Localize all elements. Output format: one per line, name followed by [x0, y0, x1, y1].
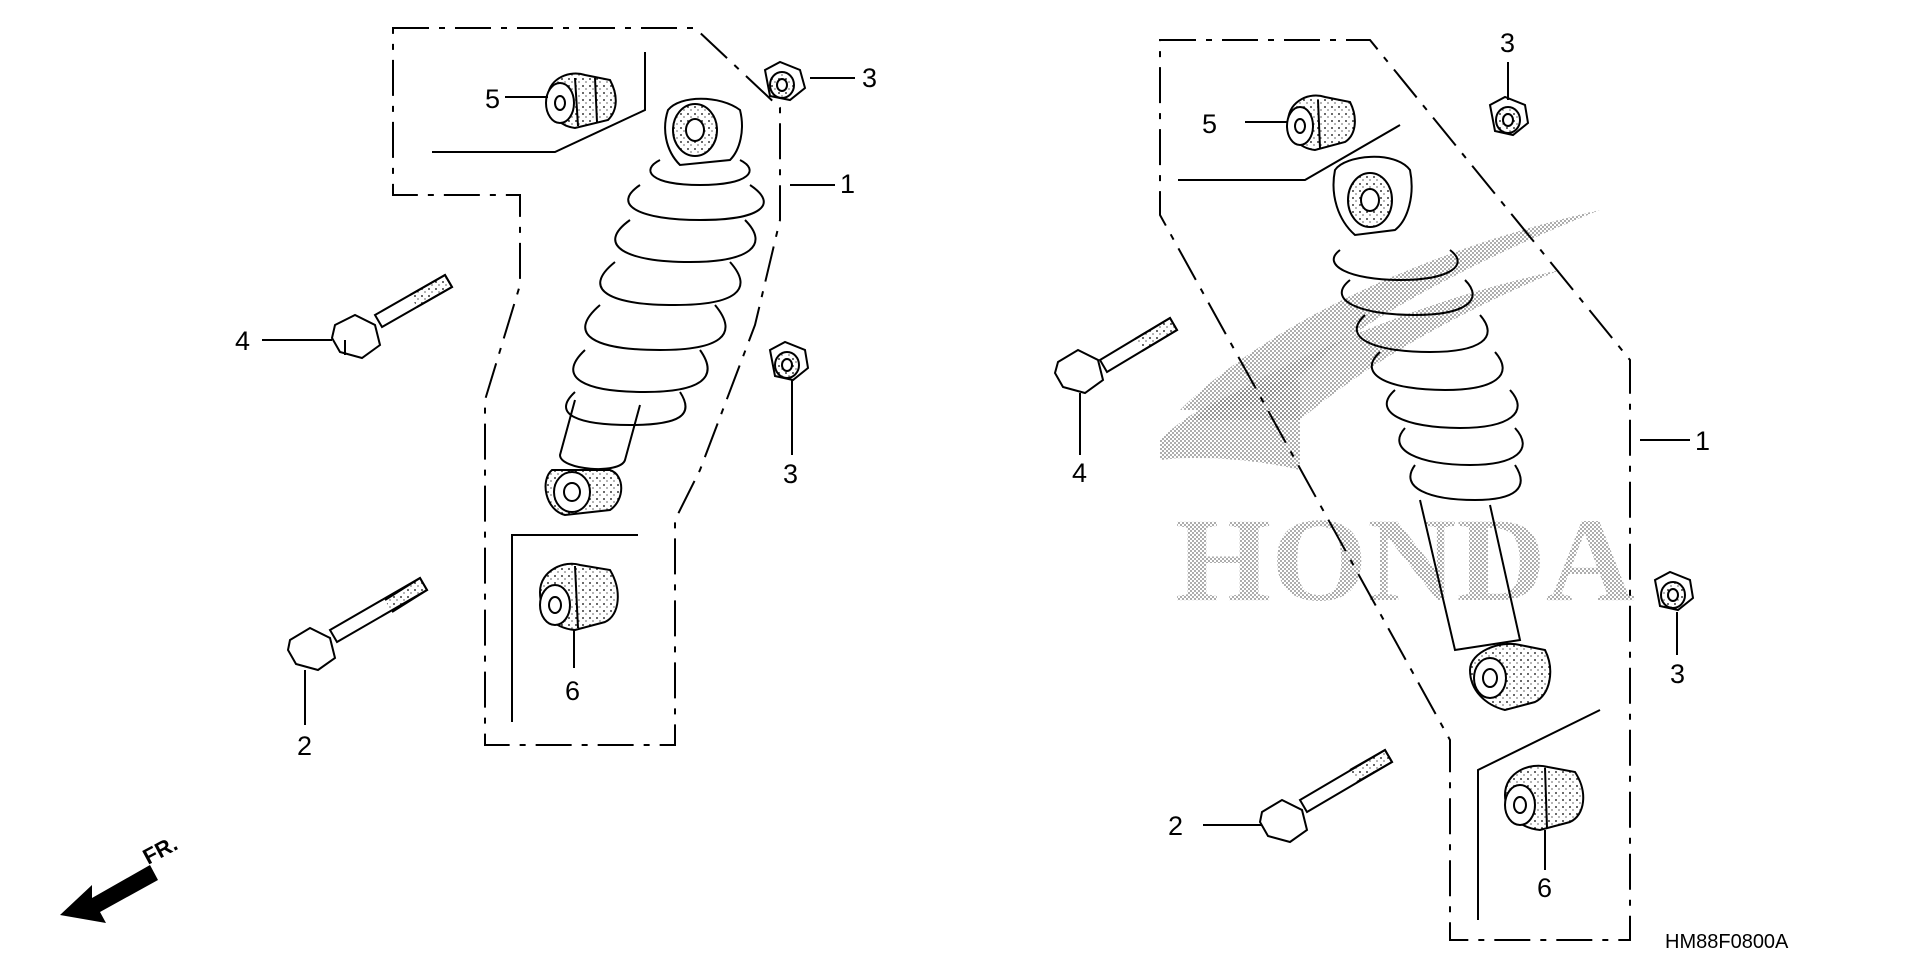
right-flange-nut-upper — [1488, 95, 1530, 137]
left-lower-bracket — [511, 534, 638, 722]
left-group-dashed-boundary — [392, 27, 781, 746]
right-flange-bolt-long — [1258, 748, 1394, 844]
right-group-dashed-boundary — [1159, 39, 1631, 941]
left-flange-nut-upper — [763, 60, 807, 102]
right-callout-2: 2 — [1168, 811, 1183, 841]
left-upper-bracket — [432, 52, 646, 153]
left-callout-1: 1 — [840, 169, 855, 199]
right-flange-nut-lower — [1653, 570, 1695, 612]
right-flange-bolt-short — [1053, 316, 1179, 395]
left-upper-bush — [545, 72, 617, 130]
right-callout-3-lower: 3 — [1670, 659, 1685, 689]
left-flange-bolt-long — [286, 576, 429, 672]
left-callout-4: 4 — [235, 326, 250, 356]
left-flange-bolt-short — [330, 273, 454, 360]
right-upper-bracket — [1178, 124, 1401, 181]
left-flange-nut-lower — [768, 340, 810, 382]
left-callout-3-upper: 3 — [862, 63, 877, 93]
left-lower-bush — [538, 562, 619, 632]
honda-watermark-text: HONDA — [1175, 493, 1635, 626]
right-callout-6: 6 — [1537, 873, 1552, 903]
right-upper-bush — [1286, 94, 1356, 152]
front-direction-arrow-icon — [60, 865, 158, 923]
left-shock-absorber — [544, 97, 765, 517]
left-callout-3-lower: 3 — [783, 459, 798, 489]
right-callout-1: 1 — [1695, 426, 1710, 456]
left-callout-5: 5 — [485, 84, 500, 114]
diagram-code: HM88F0800A — [1665, 931, 1789, 953]
right-callout-3-upper: 3 — [1500, 28, 1515, 58]
right-shock-absorber — [1332, 155, 1552, 712]
left-callout-6: 6 — [565, 676, 580, 706]
left-assembly — [262, 27, 855, 746]
right-lower-bush — [1503, 764, 1585, 832]
front-direction-label: FR. — [139, 831, 182, 870]
right-lower-bracket — [1477, 709, 1601, 920]
right-assembly — [1053, 39, 1695, 941]
right-callout-5: 5 — [1202, 109, 1217, 139]
left-callout-2: 2 — [297, 731, 312, 761]
right-callout-4: 4 — [1072, 458, 1087, 488]
